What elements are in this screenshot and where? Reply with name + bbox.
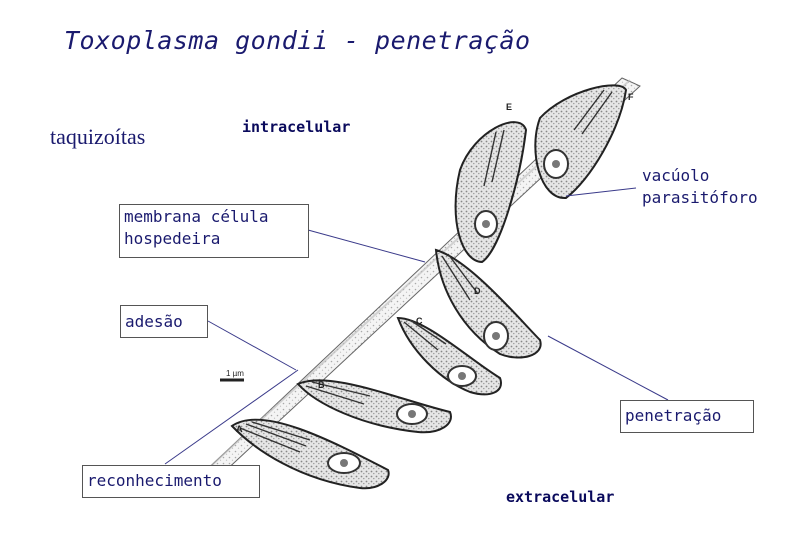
phase-label-intracellular: intracelular (242, 118, 351, 136)
parasite-stage-b (296, 379, 452, 434)
callout-penetration: penetração (620, 400, 754, 433)
parasite-stage-f (534, 84, 628, 200)
stage-letter-d: D (474, 286, 481, 296)
callout-adhesion: adesão (120, 305, 208, 338)
callout-vacuole-line1: vacúolo (642, 166, 710, 185)
phase-label-extracellular: extracelular (506, 488, 615, 506)
page-title: Toxoplasma gondii - penetração (64, 26, 531, 55)
stage-letter-a: A (236, 424, 243, 434)
stage-letter-e: E (506, 102, 512, 112)
scale-bar-label: 1 µm (226, 369, 244, 378)
parasite-stage-e (454, 121, 528, 264)
callout-recognition: reconhecimento (82, 465, 260, 498)
stage-letter-c: C (416, 316, 423, 326)
subject-label: taquizoítas (50, 124, 146, 149)
leader-lines (164, 187, 669, 465)
callout-membrane: membrana célula hospedeira (119, 204, 309, 258)
parasite-stage-c (396, 316, 502, 396)
callout-vacuole-line2: parasitóforo (642, 188, 758, 207)
callout-membrane-line2: hospedeira (124, 229, 221, 248)
parasite-stage-a (230, 418, 390, 490)
stage-letter-b: B (318, 380, 325, 390)
callout-membrane-line1: membrana célula (124, 207, 269, 226)
scale-bar: 1 µm (220, 369, 244, 382)
parasite-stage-d (434, 248, 542, 359)
stage-letter-f: F (628, 92, 634, 102)
callout-vacuole: vacúolo parasitóforo (638, 164, 764, 214)
